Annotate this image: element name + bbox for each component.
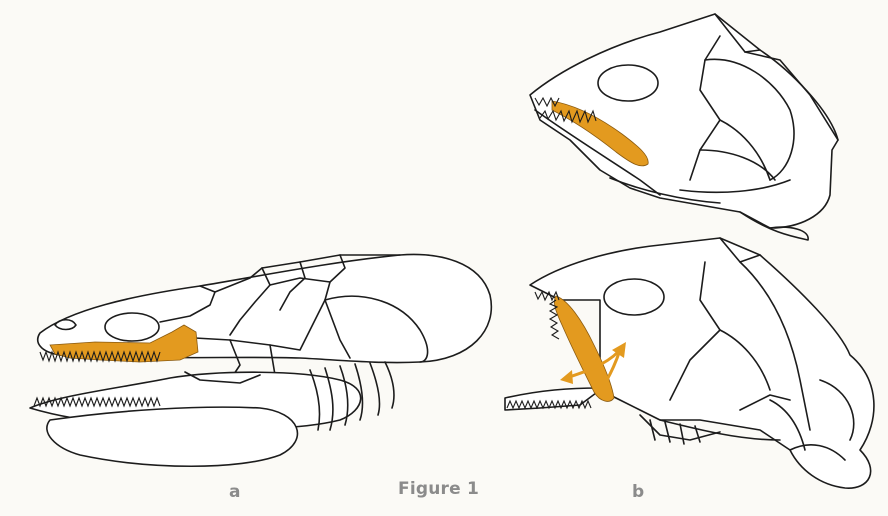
panel-b-top-maxilla-bone xyxy=(551,100,649,167)
rotation-arrow-icon xyxy=(560,342,626,387)
panel-b-top-eye-icon xyxy=(597,64,659,102)
panel-a-skull xyxy=(29,253,493,468)
panel-b-label: b xyxy=(632,482,645,502)
panel-b-bottom-eye-icon xyxy=(603,278,665,316)
panel-b-skull-closed xyxy=(529,13,839,241)
panel-a-eye-icon xyxy=(104,312,160,342)
panel-a-maxilla-bone xyxy=(49,324,199,363)
panel-b-bottom-maxilla-bone xyxy=(554,295,615,402)
panel-b-skull-open xyxy=(504,237,875,489)
figure-caption: Figure 1 xyxy=(398,479,479,499)
panel-a-label: a xyxy=(229,482,241,502)
